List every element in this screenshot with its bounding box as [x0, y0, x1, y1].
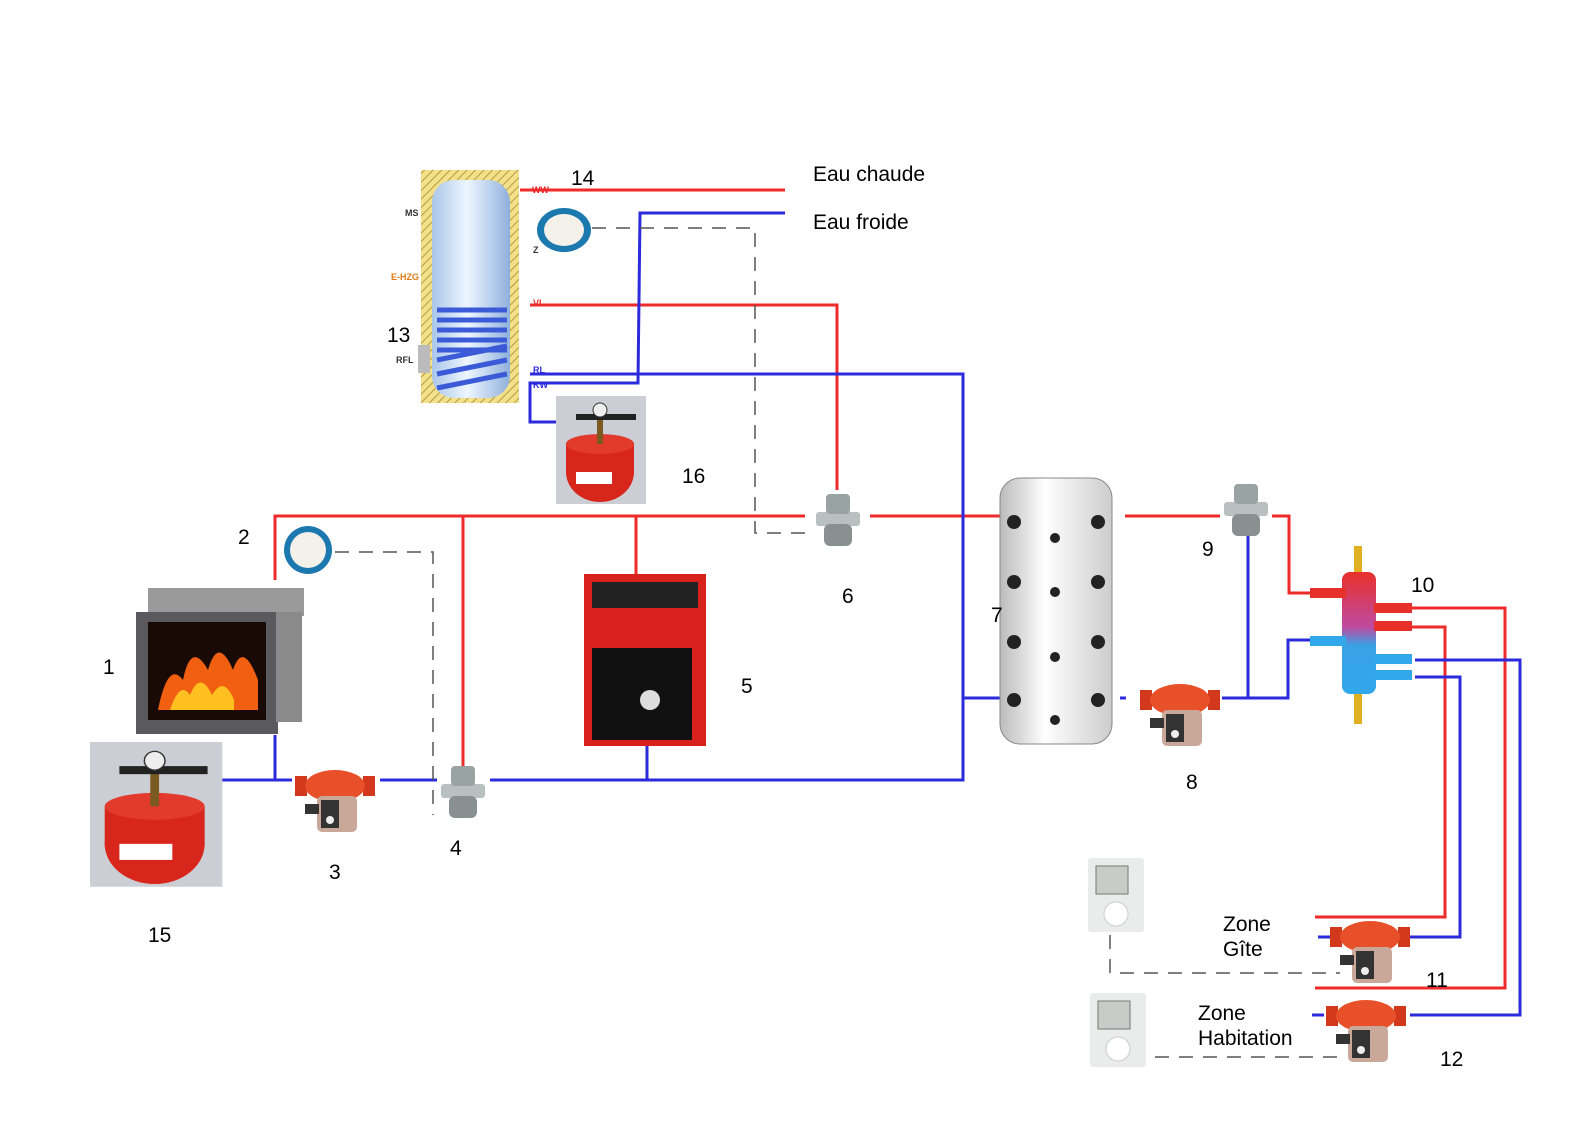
three-way-valve-icon	[441, 766, 485, 818]
fireplace-icon	[136, 588, 304, 734]
component-label-13: 13	[387, 324, 411, 347]
component-label-10: 10	[1411, 574, 1435, 597]
component-label-14: 14	[571, 167, 595, 190]
expansion-vessel-icon	[555, 395, 647, 505]
component-label-1: 1	[103, 656, 115, 679]
boiler-icon	[584, 574, 706, 746]
control-wires	[335, 227, 1345, 1058]
zone-habitation-label: Zone Habitation	[1198, 1002, 1293, 1051]
component-label-2: 2	[238, 526, 250, 549]
port-label-kw: KW	[533, 380, 548, 390]
room-thermostat-icon	[1087, 857, 1145, 933]
three-way-valve-icon	[816, 494, 860, 546]
room-thermostat-icon	[1089, 992, 1147, 1068]
thermometer-icon	[284, 526, 332, 574]
circulator-pump-icon	[295, 770, 375, 832]
component-label-15: 15	[148, 924, 172, 947]
component-label-9: 9	[1202, 538, 1214, 561]
hydraulic-separator-icon	[1310, 546, 1412, 724]
three-way-valve-icon	[1224, 484, 1268, 536]
port-label-rfl: RFL	[396, 355, 414, 365]
component-label-3: 3	[329, 861, 341, 884]
hot-water-label: Eau chaude	[813, 163, 926, 186]
zone-gite-label: Zone Gîte	[1223, 913, 1271, 962]
component-label-6: 6	[842, 585, 854, 608]
component-label-11: 11	[1426, 969, 1448, 992]
port-label-vl: VL	[533, 298, 545, 308]
thermometer-icon	[537, 208, 591, 252]
component-label-4: 4	[450, 837, 462, 860]
port-label-rl: RL	[533, 365, 545, 375]
dhw-cylinder-icon	[418, 170, 519, 403]
circulator-pump-icon	[1326, 1000, 1406, 1062]
buffer-tank-icon	[999, 477, 1113, 745]
component-label-7: 7	[991, 604, 1003, 627]
port-label-ehzg: E-HZG	[391, 272, 419, 282]
port-label-z: Z	[533, 245, 539, 255]
cold-pipes	[222, 211, 1522, 1017]
cold-water-label: Eau froide	[813, 211, 909, 234]
port-label-ww: WW	[532, 185, 549, 195]
expansion-vessel-icon	[89, 741, 224, 888]
hot-pipes	[273, 188, 1507, 990]
component-label-12: 12	[1440, 1048, 1464, 1071]
component-label-16: 16	[682, 465, 706, 488]
circulator-pump-icon	[1140, 684, 1220, 746]
circulator-pump-icon	[1330, 921, 1410, 983]
component-label-8: 8	[1186, 771, 1198, 794]
port-label-ms: MS	[405, 208, 419, 218]
component-label-5: 5	[741, 675, 753, 698]
